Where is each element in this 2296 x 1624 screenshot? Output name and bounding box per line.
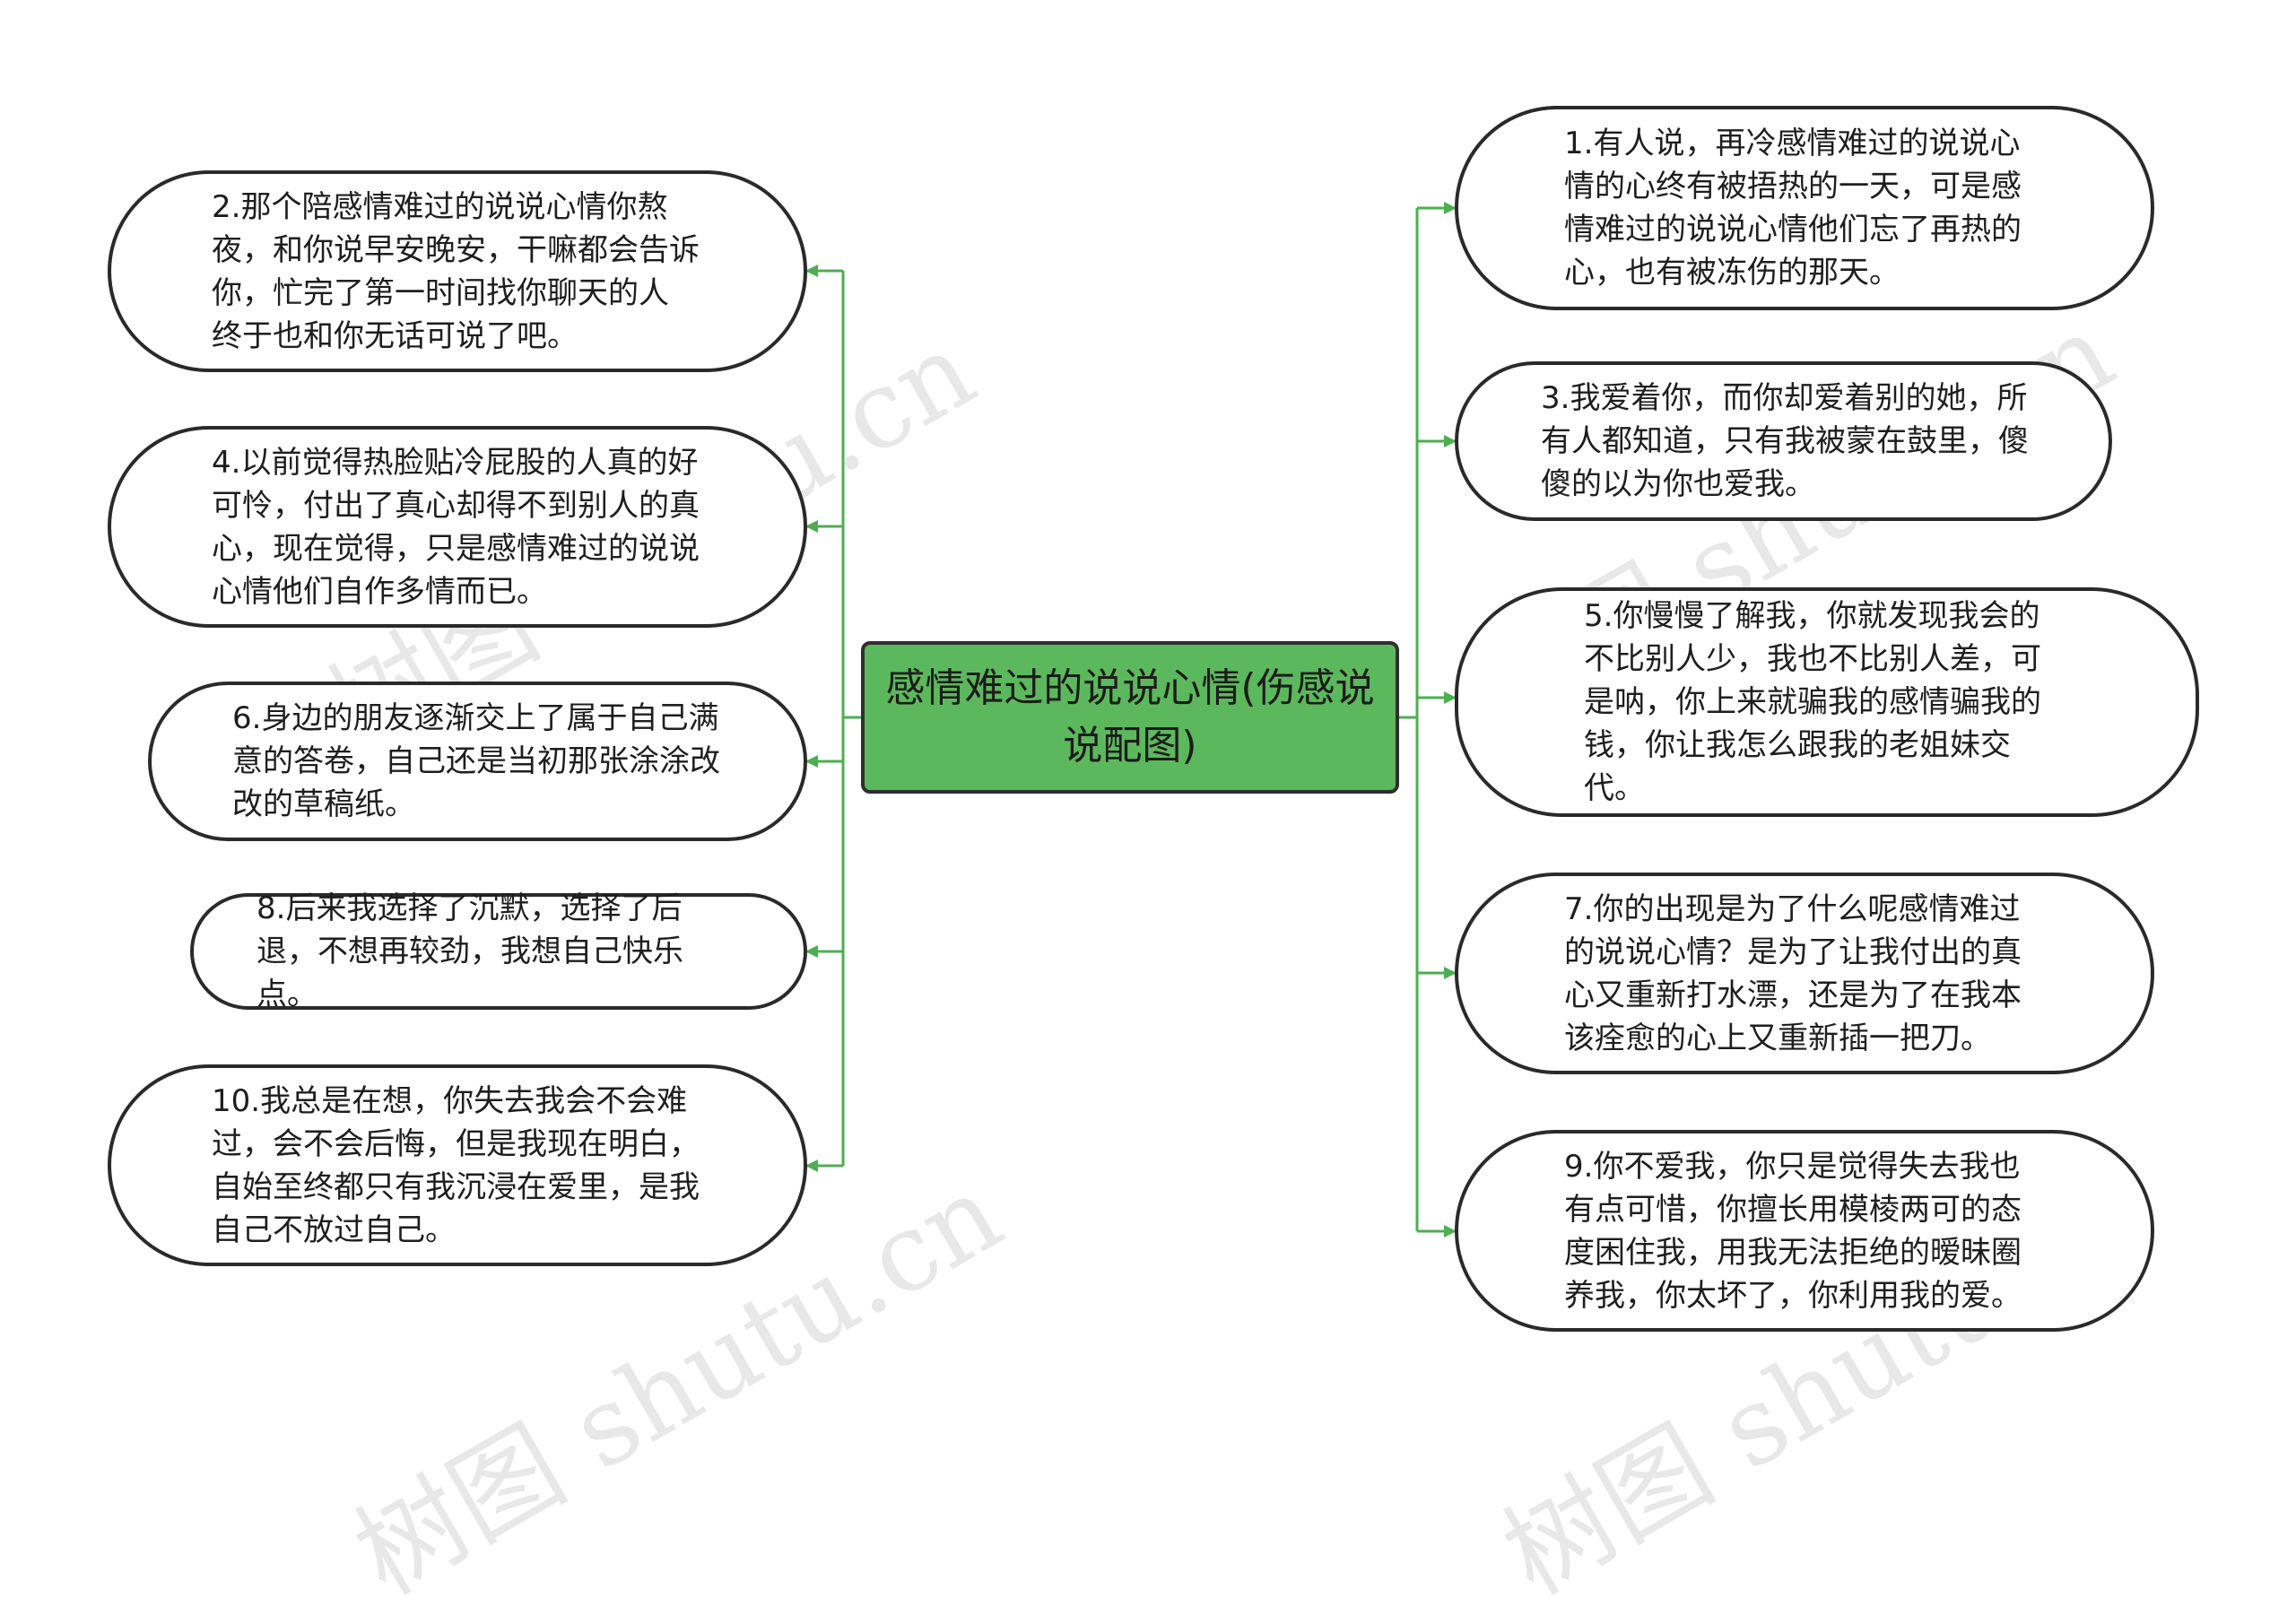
arrow-left-4 xyxy=(805,520,818,533)
arrow-left-6 xyxy=(805,755,818,768)
node-3-text: 3.我爱着你，而你却爱着别的她，所有人都知道，只有我被蒙在鼓里，傻傻的以为你也爱… xyxy=(1541,380,2029,502)
arrow-left-8 xyxy=(805,945,818,958)
connector-lines xyxy=(805,202,1457,1238)
node-9-text: 9.你不爱我，你只是觉得失去我也有点可惜，你擅长用模棱两可的态度困住我，用我无法… xyxy=(1564,1148,2022,1314)
node-2-text: 2.那个陪感情难过的说说心情你熬夜，和你说早安晚安，干嘛都会告诉你，忙完了第一时… xyxy=(212,188,700,354)
node-8-text: 8.后来我选择了沉默，选择了后退，不想再较劲，我想自己快乐点。 xyxy=(257,890,683,1012)
node-4-text: 4.以前觉得热脸贴冷屁股的人真的好可怜，付出了真心却得不到别人的真心，现在觉得，… xyxy=(212,444,700,610)
node-6-text: 6.身边的朋友逐渐交上了属于自己满意的答卷，自己还是当初那张涂涂改改的草稿纸。 xyxy=(232,700,720,822)
arrow-right-7 xyxy=(1444,967,1457,979)
node-7[interactable]: 7.你的出现是为了什么呢感情难过的说说心情？是为了让我付出的真心又重新打水漂，还… xyxy=(1455,873,2154,1074)
node-5-text: 5.你慢慢了解我，你就发现我会的不比别人少，我也不比别人差，可是呐，你上来就骗我… xyxy=(1584,598,2041,806)
node-2[interactable]: 2.那个陪感情难过的说说心情你熬夜，和你说早安晚安，干嘛都会告诉你，忙完了第一时… xyxy=(108,170,807,372)
node-5[interactable]: 5.你慢慢了解我，你就发现我会的不比别人少，我也不比别人差，可是呐，你上来就骗我… xyxy=(1455,587,2199,817)
node-4[interactable]: 4.以前觉得热脸贴冷屁股的人真的好可怜，付出了真心却得不到别人的真心，现在觉得，… xyxy=(108,426,807,628)
arrow-right-5 xyxy=(1444,691,1457,704)
node-1[interactable]: 1.有人说，再冷感情难过的说说心情的心终有被捂热的一天，可是感情难过的说说心情他… xyxy=(1455,106,2154,310)
arrow-right-1 xyxy=(1444,202,1457,214)
node-10-text: 10.我总是在想，你失去我会不会难过，会不会后悔，但是我现在明白，自始至终都只有… xyxy=(212,1082,700,1248)
arrow-left-2 xyxy=(805,265,818,277)
arrow-left-10 xyxy=(805,1159,818,1172)
node-3[interactable]: 3.我爱着你，而你却爱着别的她，所有人都知道，只有我被蒙在鼓里，傻傻的以为你也爱… xyxy=(1455,361,2112,521)
root-node[interactable]: 感情难过的说说心情(伤感说说配图) xyxy=(861,641,1399,794)
arrow-right-3 xyxy=(1444,435,1457,447)
root-label: 感情难过的说说心情(伤感说说配图) xyxy=(885,665,1375,769)
node-9[interactable]: 9.你不爱我，你只是觉得失去我也有点可惜，你擅长用模棱两可的态度困住我，用我无法… xyxy=(1455,1130,2154,1332)
node-1-text: 1.有人说，再冷感情难过的说说心情的心终有被捂热的一天，可是感情难过的说说心情他… xyxy=(1564,126,2022,291)
node-7-text: 7.你的出现是为了什么呢感情难过的说说心情？是为了让我付出的真心又重新打水漂，还… xyxy=(1564,890,2022,1056)
node-8[interactable]: 8.后来我选择了沉默，选择了后退，不想再较劲，我想自己快乐点。 xyxy=(190,890,807,1012)
arrow-right-9 xyxy=(1444,1225,1457,1238)
node-10[interactable]: 10.我总是在想，你失去我会不会难过，会不会后悔，但是我现在明白，自始至终都只有… xyxy=(108,1064,807,1266)
node-6[interactable]: 6.身边的朋友逐渐交上了属于自己满意的答卷，自己还是当初那张涂涂改改的草稿纸。 xyxy=(148,682,807,841)
